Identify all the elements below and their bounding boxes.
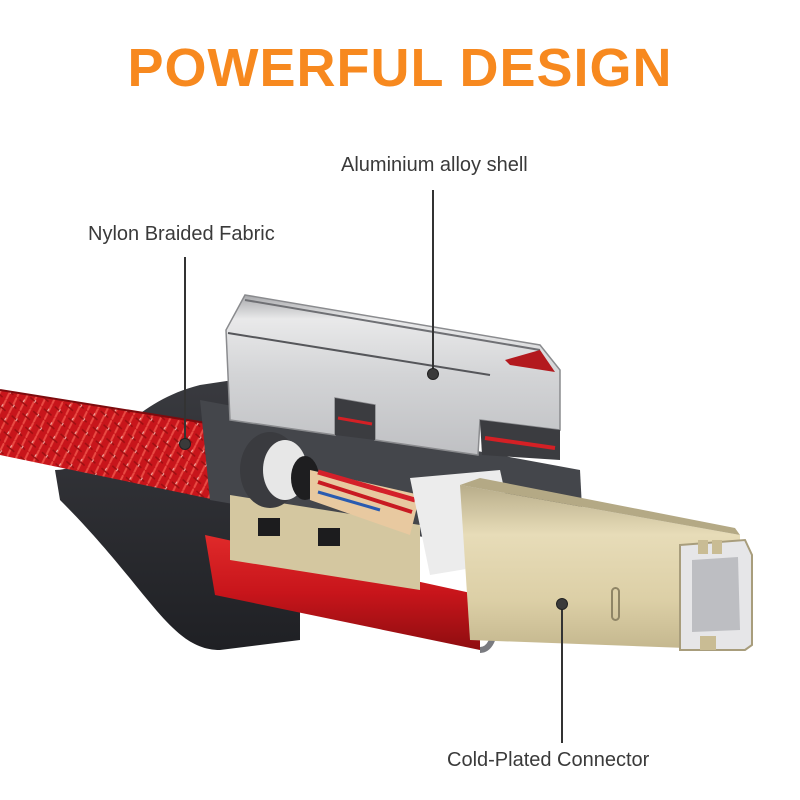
callout-aluminium-shell: Aluminium alloy shell bbox=[341, 154, 528, 176]
leader-line-nylon bbox=[184, 257, 186, 443]
pointer-dot-connector bbox=[556, 598, 568, 610]
page-title: POWERFUL DESIGN bbox=[127, 38, 673, 98]
callout-nylon-braided: Nylon Braided Fabric bbox=[88, 223, 275, 245]
pointer-dot-nylon bbox=[179, 438, 191, 450]
usb-b-connector-body bbox=[460, 485, 740, 650]
pointer-dot-aluminium bbox=[427, 368, 439, 380]
leader-line-connector bbox=[561, 604, 563, 743]
leader-line-aluminium bbox=[432, 190, 434, 373]
nylon-braided-cable bbox=[0, 390, 250, 505]
callout-cold-plated-connector: Cold-Plated Connector bbox=[447, 749, 650, 771]
